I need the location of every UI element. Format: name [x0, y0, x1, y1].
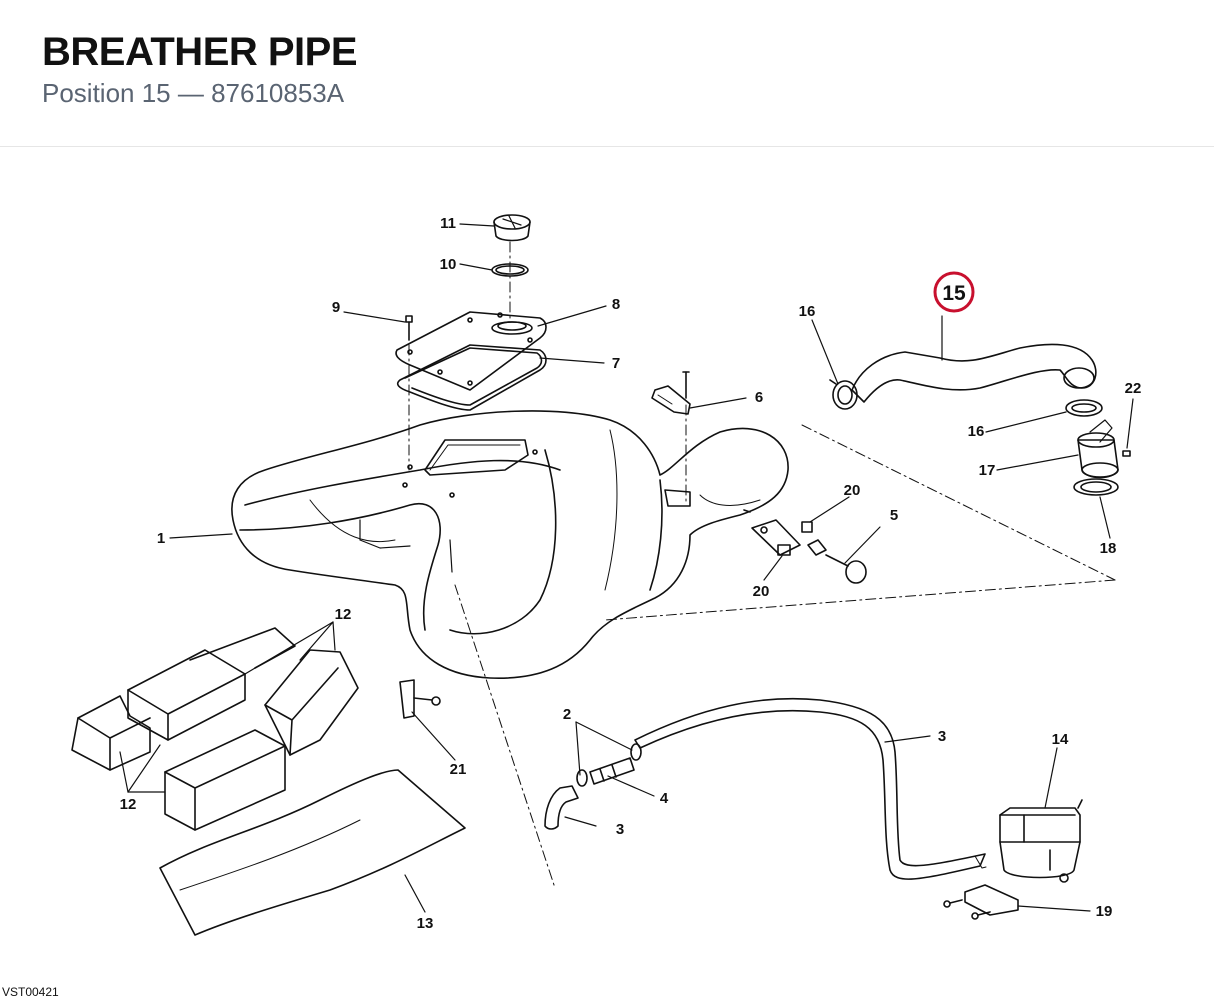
fuel-hose: [634, 697, 987, 880]
callout-21: 21: [450, 761, 467, 778]
evap-canister: [999, 799, 1083, 883]
highlight-label: 15: [942, 282, 966, 305]
callout-14: 14: [1052, 731, 1069, 748]
callout-8: 8: [612, 296, 620, 313]
fuel-hose: [544, 785, 579, 830]
callout-5: 5: [890, 507, 898, 524]
callout-20: 20: [753, 583, 770, 600]
highlight-ring: [933, 271, 975, 313]
callout-20: 20: [844, 482, 861, 499]
assembly-axis-lines: [408, 241, 1116, 889]
callout-11: 11: [440, 215, 456, 232]
mounting-screw: [405, 315, 413, 341]
tank-flange: [751, 519, 801, 556]
callout-10: 10: [440, 256, 457, 273]
hose-clamp: [1065, 399, 1103, 417]
callout-16: 16: [968, 423, 985, 440]
small-plug: [1122, 450, 1131, 457]
tank-bracket: [651, 371, 691, 415]
valve-seal: [1073, 478, 1119, 496]
page-title: BREATHER PIPE: [42, 30, 358, 74]
foam-pad: [127, 649, 246, 741]
foam-pad: [189, 627, 296, 669]
callout-22: 22: [1125, 380, 1142, 397]
highlight-callout[interactable]: 15: [933, 271, 975, 313]
tank-tray: [159, 769, 466, 936]
quick-connector: [589, 757, 635, 785]
callout-12: 12: [120, 796, 137, 813]
callout-1: 1: [157, 530, 165, 547]
callout-6: 6: [755, 389, 763, 406]
fuel-cap: [493, 214, 531, 242]
callout-16: 16: [799, 303, 816, 320]
drain-screw: [807, 539, 867, 584]
callout-7: 7: [612, 355, 620, 372]
pipe-clip: [399, 679, 441, 719]
foam-pad: [164, 729, 286, 831]
callout-13: 13: [417, 915, 434, 932]
foam-pad: [264, 649, 359, 756]
canister-bracket: [943, 884, 1019, 920]
callout-4: 4: [660, 790, 669, 807]
page-header: BREATHER PIPE Position 15 — 87610853A: [0, 0, 1214, 147]
callout-12: 12: [335, 606, 352, 623]
fuel-tank: [231, 410, 789, 679]
leader-lines: [119, 223, 1134, 913]
callout-labels: 1 2 3 3 4 5 6 7 8 9 10 11 12 12 13 14 16…: [120, 215, 1142, 932]
breather-valve: [1077, 419, 1119, 479]
callout-9: 9: [332, 299, 340, 316]
filler-gasket: [396, 344, 547, 411]
callout-2: 2: [563, 706, 571, 723]
callout-18: 18: [1100, 540, 1117, 557]
hose-clamp: [829, 379, 858, 410]
callout-17: 17: [979, 462, 996, 479]
callout-3: 3: [616, 821, 624, 838]
breather-pipe: [851, 343, 1097, 403]
fitting-screw: [743, 509, 813, 556]
callout-3: 3: [938, 728, 946, 745]
page-subtitle: Position 15 — 87610853A: [42, 78, 345, 108]
foam-pad: [71, 695, 151, 771]
filler-plate: [395, 311, 547, 391]
diagram-code: VST00421: [2, 985, 59, 999]
callout-19: 19: [1096, 903, 1113, 920]
hose-clamp: [576, 743, 642, 787]
